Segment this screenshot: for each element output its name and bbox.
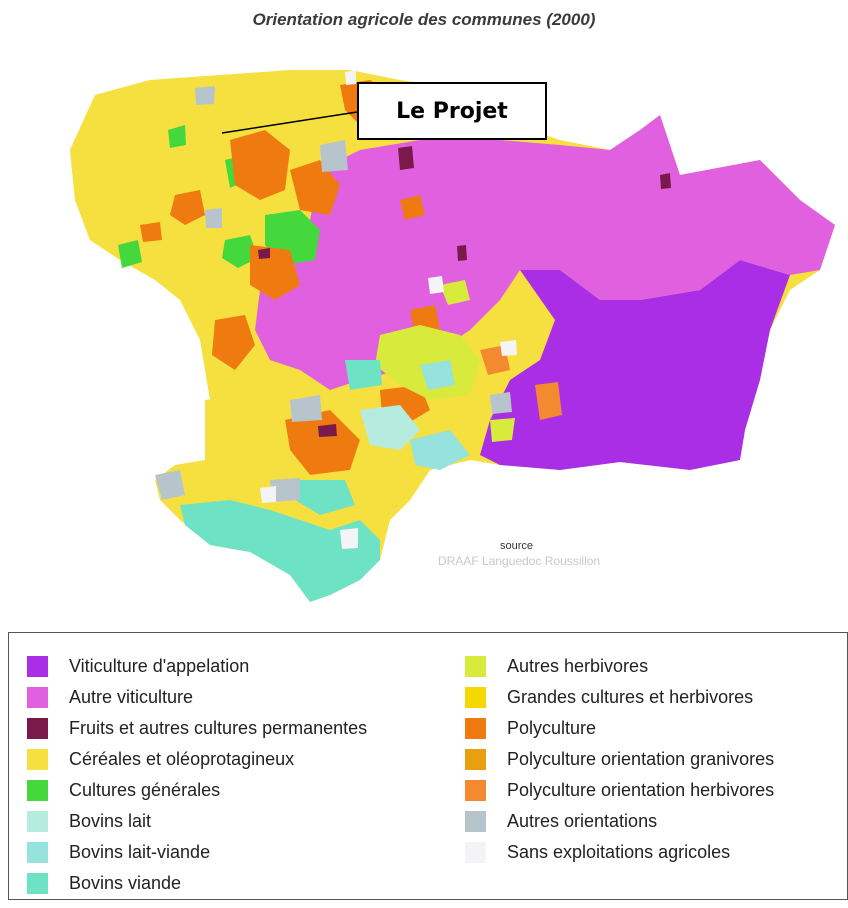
legend-label: Fruits et autres cultures permanentes <box>69 718 368 738</box>
legend-label: Céréales et oléoprotagineux <box>69 749 295 769</box>
legend-item: Sans exploitations agricoles <box>465 837 774 868</box>
legend-label: Cultures générales <box>69 780 221 800</box>
zone-fruits <box>398 146 414 170</box>
zone-polyculture-13 <box>140 222 162 242</box>
zone-fruits-4 <box>318 424 337 437</box>
legend-swatch <box>465 687 486 708</box>
zone-fruits-5 <box>258 248 270 259</box>
legend-item: Bovins lait-viande <box>27 837 367 868</box>
zone-autres-orientations-6 <box>270 478 300 502</box>
legend-swatch <box>465 811 486 832</box>
zone-fruits-3 <box>457 245 467 261</box>
legend-label: Grandes cultures et herbivores <box>507 687 754 707</box>
legend-item: Polyculture <box>465 713 774 744</box>
zone-cultures-generales-3 <box>118 240 142 268</box>
le-projet-callout: Le Projet <box>357 82 547 140</box>
zone-bovins-lait <box>360 405 420 450</box>
legend-item: Grandes cultures et herbivores <box>465 682 774 713</box>
legend-swatch <box>27 842 48 863</box>
zone-bovins-viande-2 <box>295 480 355 515</box>
legend-label: Sans exploitations agricoles <box>507 842 731 862</box>
zone-cultures-generales-5 <box>168 125 186 148</box>
legend-item: Cultures générales <box>27 775 367 806</box>
zone-polyculture-7 <box>285 410 360 475</box>
legend-item: Bovins viande <box>27 868 367 899</box>
zone-bovins-viande-3 <box>345 360 382 390</box>
zone-autres-orientations <box>155 470 185 500</box>
legend-item: Bovins lait <box>27 806 367 837</box>
zone-polyculture-6 <box>212 315 255 370</box>
zone-sans-exploitations-5 <box>345 70 356 85</box>
agricultural-orientation-map <box>70 70 835 602</box>
legend-swatch <box>465 749 486 770</box>
zone-cultures-generales-2 <box>222 235 258 268</box>
legend-label: Polyculture orientation herbivores <box>507 780 775 800</box>
zone-autres-herbivores-3 <box>490 418 515 442</box>
zone-autres-orientations-4 <box>205 208 222 228</box>
legend-swatch <box>27 656 48 677</box>
legend-item: Polyculture orientation herbivores <box>465 775 774 806</box>
legend-item: Fruits et autres cultures permanentes <box>27 713 367 744</box>
legend-label: Autres orientations <box>507 811 658 831</box>
legend-swatch <box>27 873 48 894</box>
zone-polyculture-2 <box>290 160 340 215</box>
legend-item: Polyculture orientation granivores <box>465 744 774 775</box>
zone-polyculture-9 <box>400 195 425 220</box>
zone-autres-herbivores-2 <box>440 280 470 305</box>
legend-swatch <box>465 780 486 801</box>
zone-autres-orientations-7 <box>490 392 512 414</box>
zone-autres-orientations-3 <box>195 86 215 105</box>
source-attribution: DRAAF Languedoc Roussillon <box>438 554 601 568</box>
zone-polyculture-11 <box>535 382 562 420</box>
legend-item: Autre viticulture <box>27 682 367 713</box>
legend-swatch <box>27 811 48 832</box>
zone-cereales <box>70 80 240 290</box>
legend-swatch <box>27 780 48 801</box>
legend-label: Autres herbivores <box>507 656 649 676</box>
legend-column-2: Autres herbivores Grandes cultures et he… <box>465 651 774 868</box>
legend-swatch <box>465 842 486 863</box>
legend-column-1: Viticulture d'appelation Autre viticultu… <box>27 651 367 899</box>
zone-autre-viticulture <box>255 115 835 390</box>
zone-sans-exploitations-2 <box>500 340 517 356</box>
map-title: Orientation agricole des communes (2000) <box>252 10 596 29</box>
legend-item: Autres herbivores <box>465 651 774 682</box>
legend-label: Bovins viande <box>69 873 182 893</box>
legend-item: Viticulture d'appelation <box>27 651 367 682</box>
legend-item: Autres orientations <box>465 806 774 837</box>
legend-label: Polyculture <box>507 718 597 738</box>
legend-label: Bovins lait-viande <box>69 842 211 862</box>
zone-bovins-lait-viande <box>410 430 470 470</box>
legend-swatch <box>465 656 486 677</box>
legend-swatch <box>27 749 48 770</box>
zone-sans-exploitations <box>428 276 444 294</box>
legend-swatch <box>27 718 48 739</box>
callout-leader-line <box>221 111 358 134</box>
zone-sans-exploitations-3 <box>260 486 276 503</box>
legend-label: Viticulture d'appelation <box>69 656 250 676</box>
source-label: source <box>500 540 534 552</box>
zone-autres-orientations-5 <box>290 395 322 422</box>
legend-swatch <box>465 718 486 739</box>
legend-label: Autre viticulture <box>69 687 194 707</box>
zone-fruits-2 <box>660 173 671 189</box>
zone-autres-orientations-2 <box>320 140 348 172</box>
zone-polyculture-5 <box>250 245 300 300</box>
zone-polyculture-4 <box>170 190 205 225</box>
zone-sans-exploitations-4 <box>340 528 358 549</box>
source-note: source DRAAF Languedoc Roussillon <box>438 540 638 568</box>
zone-viticulture-appelation <box>480 260 790 470</box>
zone-sud-jaune <box>205 395 470 520</box>
zone-bovins-lait-viande-2 <box>420 360 455 390</box>
zone-bovins-viande <box>180 500 380 602</box>
legend-swatch <box>27 687 48 708</box>
legend-label: Polyculture orientation granivores <box>507 749 775 769</box>
zone-polyculture <box>230 130 290 200</box>
map-legend: Viticulture d'appelation Autre viticultu… <box>8 632 848 900</box>
legend-label: Bovins lait <box>69 811 152 831</box>
legend-item: Céréales et oléoprotagineux <box>27 744 367 775</box>
